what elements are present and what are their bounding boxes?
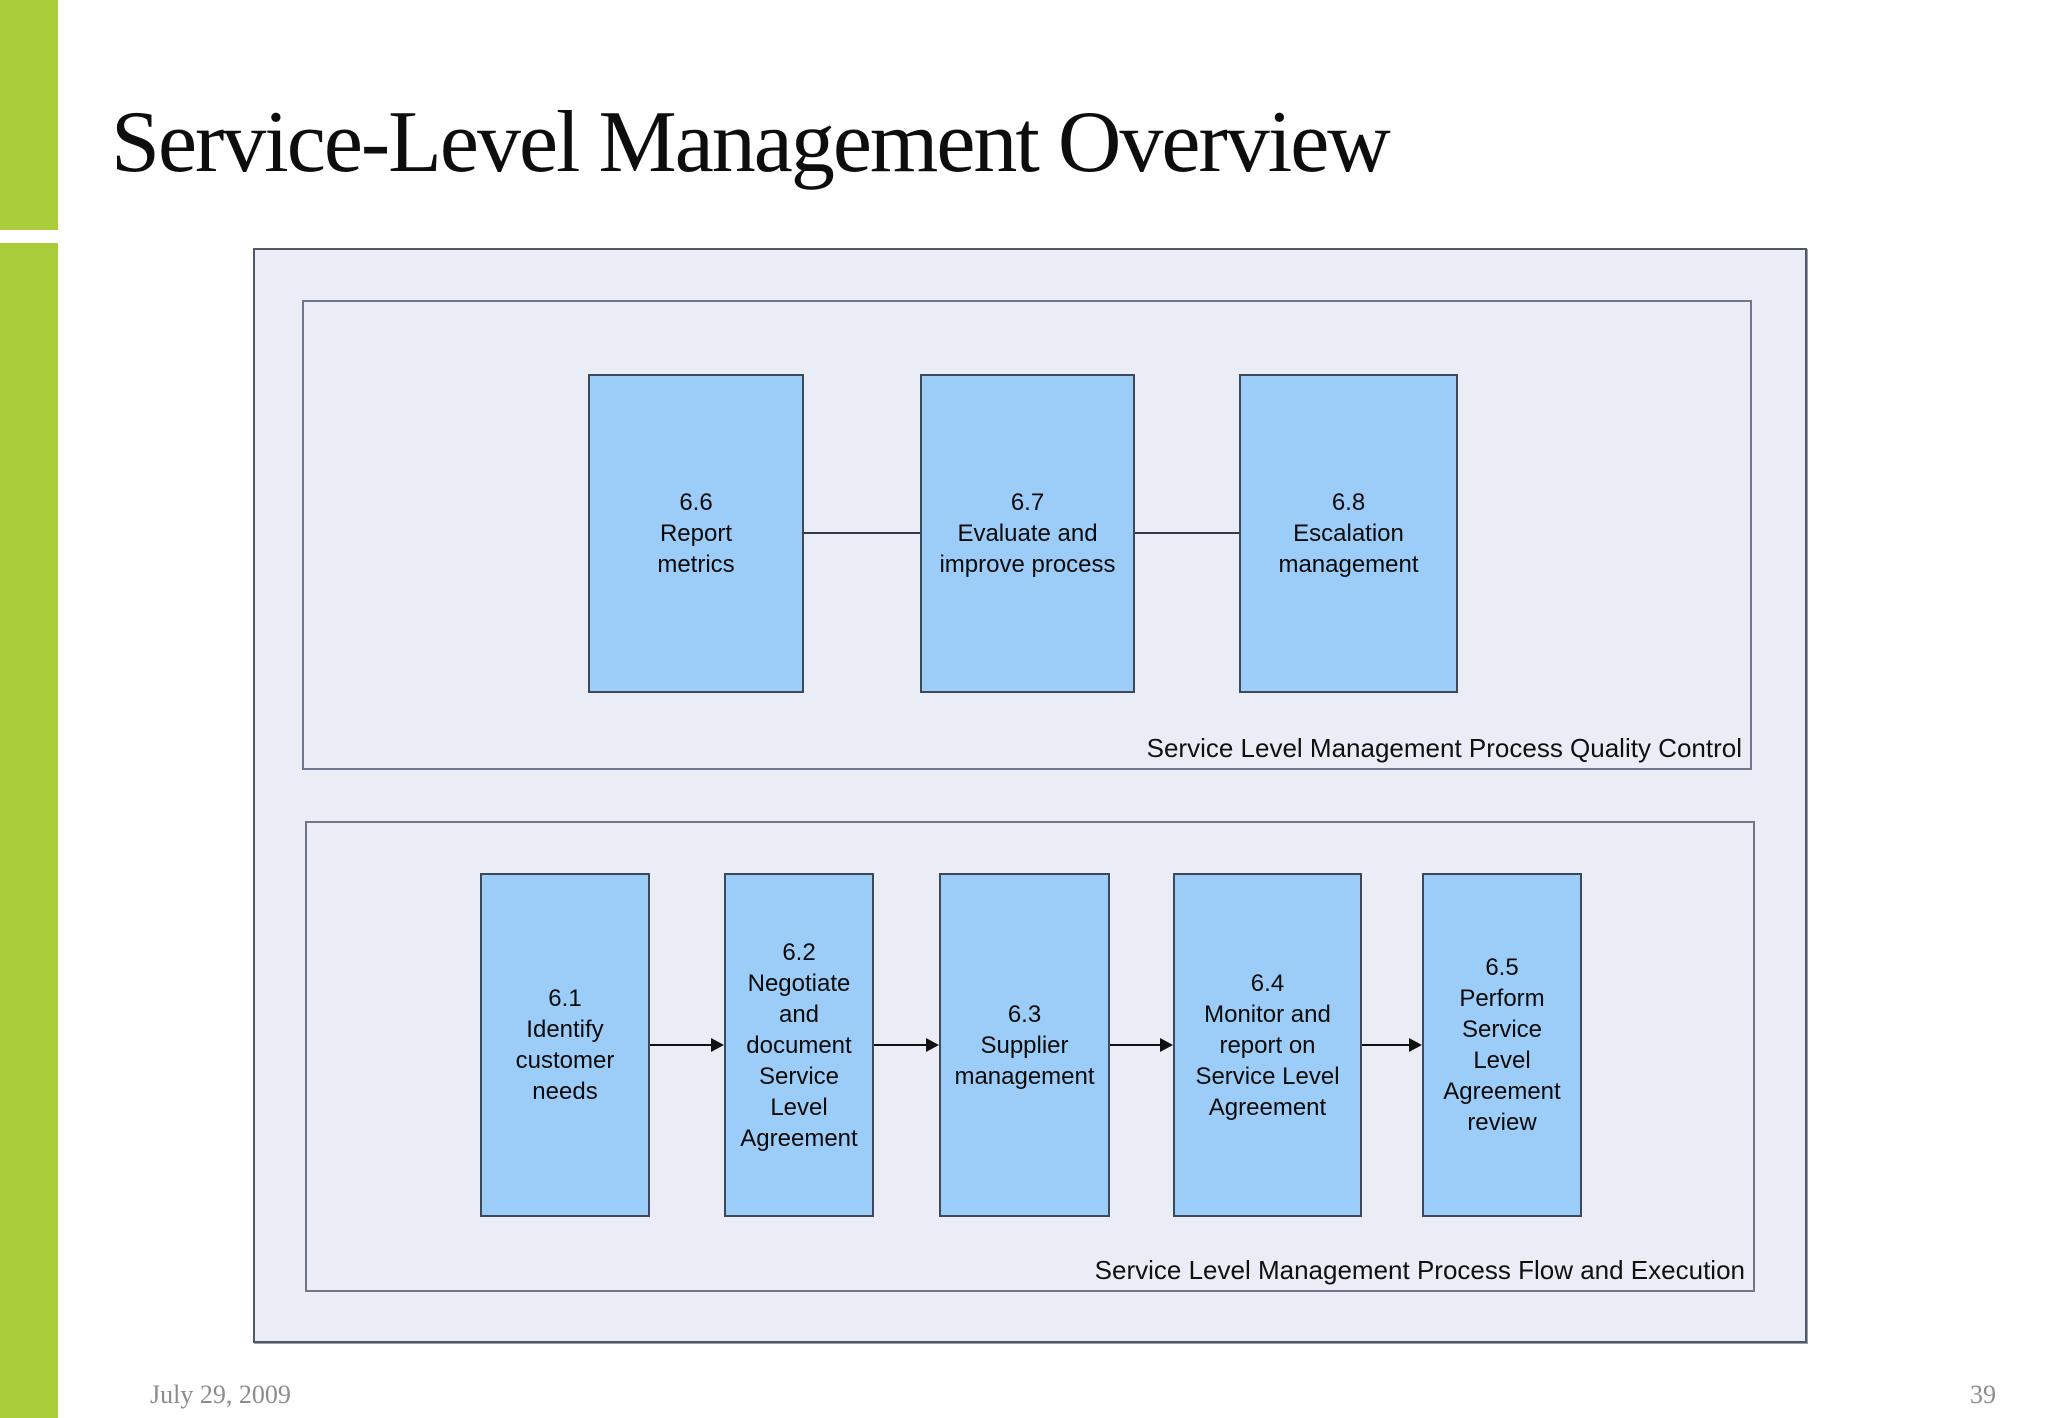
connector-line-6-6-to-6-7 xyxy=(804,532,920,534)
flow-arrow-6-2-to-6-3 xyxy=(874,1038,939,1052)
green-accent-bar-main xyxy=(0,243,58,1418)
process-box-6-1: 6.1 Identify customer needs xyxy=(480,873,650,1217)
process-box-6-2: 6.2 Negotiate and document Service Level… xyxy=(724,873,874,1217)
quality-control-panel-label: Service Level Management Process Quality… xyxy=(1146,733,1742,763)
process-box-6-4-label: 6.4 Monitor and report on Service Level … xyxy=(1195,969,1340,1121)
process-box-6-3: 6.3 Supplier management xyxy=(939,873,1110,1217)
flow-arrow-6-4-to-6-5 xyxy=(1362,1038,1422,1052)
process-box-6-7-label: 6.7 Evaluate and improve process xyxy=(939,489,1116,578)
process-box-6-7: 6.7 Evaluate and improve process xyxy=(920,374,1135,693)
process-box-6-3-label: 6.3 Supplier management xyxy=(954,1000,1095,1090)
process-box-6-8-label: 6.8 Escalation management xyxy=(1278,489,1419,578)
process-box-6-4: 6.4 Monitor and report on Service Level … xyxy=(1173,873,1362,1217)
green-accent-bar-top xyxy=(0,0,58,230)
process-box-6-2-label: 6.2 Negotiate and document Service Level… xyxy=(740,938,858,1152)
process-box-6-6: 6.6 Report metrics xyxy=(588,374,804,693)
process-box-6-6-label: 6.6 Report metrics xyxy=(657,489,735,578)
slide-title: Service-Level Management Overview xyxy=(111,94,1391,191)
flow-arrow-6-3-to-6-4 xyxy=(1110,1038,1173,1052)
footer-date: July 29, 2009 xyxy=(150,1380,291,1409)
flow-and-execution-panel-label: Service Level Management Process Flow an… xyxy=(1094,1255,1745,1285)
service-level-management-diagram: 6.6 Report metrics 6.7 Evaluate and impr… xyxy=(253,248,1807,1343)
process-box-6-5: 6.5 Perform Service Level Agreement revi… xyxy=(1422,873,1582,1217)
flow-arrow-6-1-to-6-2 xyxy=(650,1038,724,1052)
page-number: 39 xyxy=(1970,1380,1996,1409)
process-box-6-5-label: 6.5 Perform Service Level Agreement revi… xyxy=(1443,954,1561,1136)
quality-control-panel: 6.6 Report metrics 6.7 Evaluate and impr… xyxy=(302,300,1752,770)
connector-line-6-7-to-6-8 xyxy=(1135,532,1239,534)
flow-and-execution-panel: 6.1 Identify customer needs 6.2 Negotiat… xyxy=(305,821,1755,1292)
process-box-6-8: 6.8 Escalation management xyxy=(1239,374,1458,693)
process-box-6-1-label: 6.1 Identify customer needs xyxy=(515,985,615,1105)
